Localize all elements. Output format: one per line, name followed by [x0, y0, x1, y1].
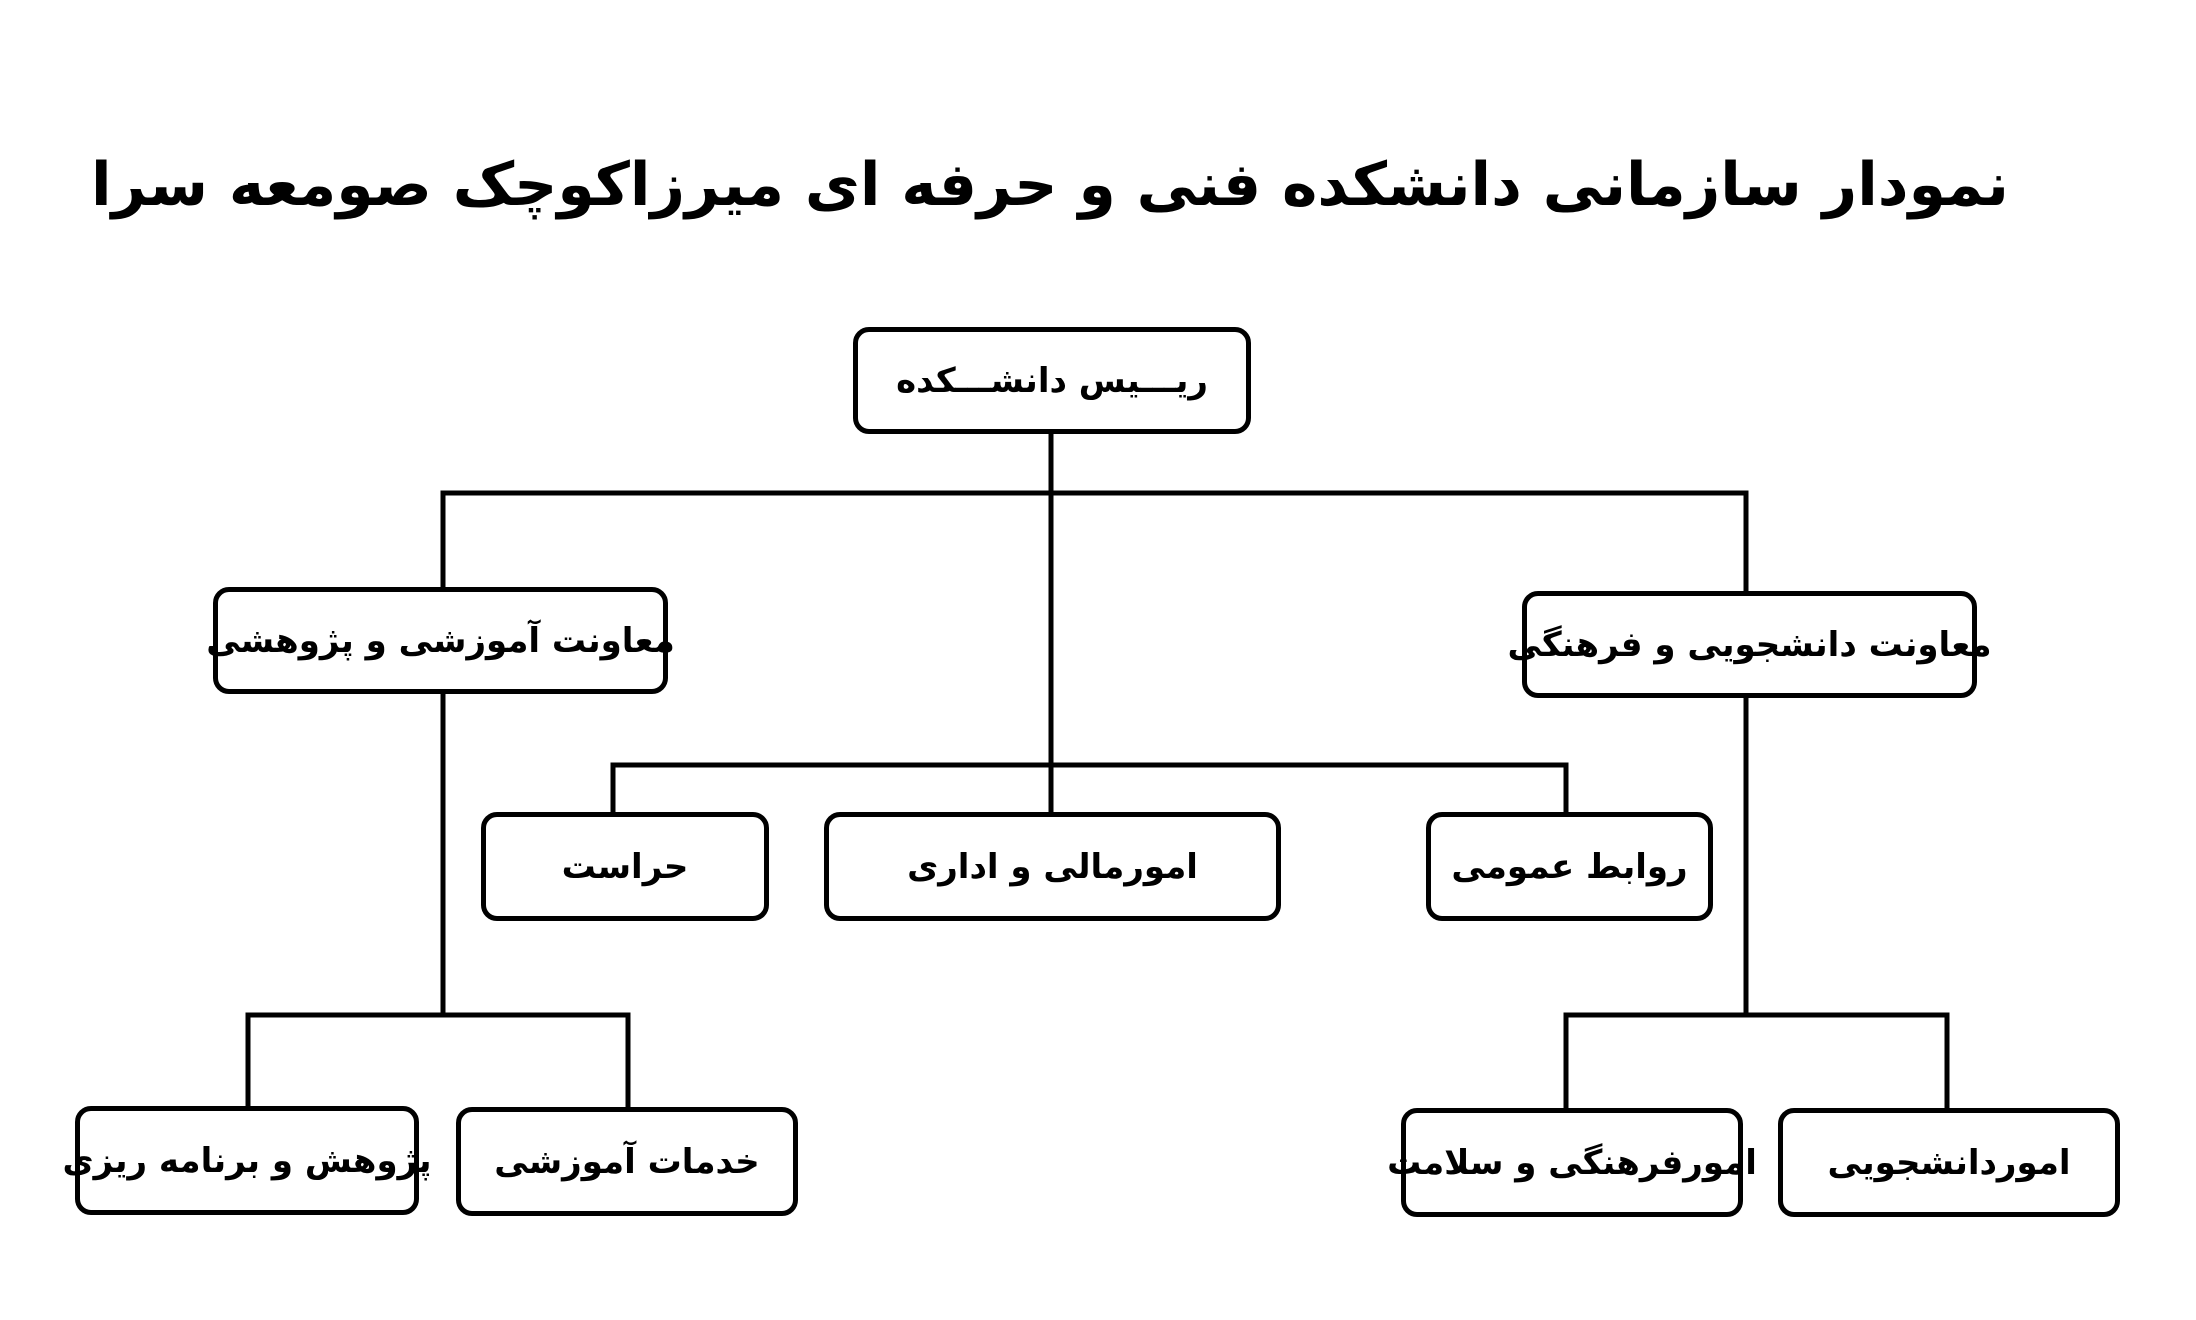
node-finance-admin: امورمالی و اداری: [824, 812, 1281, 921]
node-cultural-health-label: امورفرهنگی و سلامت: [1387, 1142, 1757, 1183]
node-cultural-health: امورفرهنگی و سلامت: [1387, 1108, 1757, 1217]
node-president-label: ریـــیس دانشـــکده: [896, 360, 1208, 401]
node-research-planning-label: پژوهش و برنامه ریزی: [62, 1140, 432, 1181]
node-security-label: حراست: [561, 846, 689, 887]
node-educational-services-label: خدمات آموزشی: [494, 1141, 760, 1182]
node-academic-deputy: معاونت آموزشی و پژوهشی: [206, 587, 675, 694]
node-educational-services: خدمات آموزشی: [456, 1107, 798, 1216]
node-student-affairs-label: اموردانشجویی: [1827, 1142, 2071, 1183]
node-public-relations-label: روابط عمومی: [1451, 846, 1688, 887]
node-security: حراست: [481, 812, 769, 921]
node-president: ریـــیس دانشـــکده: [853, 327, 1251, 434]
chart-title: نمودار سازمانی دانشکده فنی و حرفه ای میر…: [91, 150, 2009, 220]
node-student-affairs: اموردانشجویی: [1778, 1108, 2120, 1217]
node-academic-deputy-label: معاونت آموزشی و پژوهشی: [206, 620, 675, 661]
node-public-relations: روابط عمومی: [1426, 812, 1713, 921]
node-finance-admin-label: امورمالی و اداری: [907, 846, 1198, 887]
node-research-planning: پژوهش و برنامه ریزی: [62, 1106, 432, 1215]
node-student-deputy-label: معاونت دانشجویی و فرهنگی: [1507, 624, 1992, 665]
node-student-deputy: معاونت دانشجویی و فرهنگی: [1507, 591, 1992, 698]
